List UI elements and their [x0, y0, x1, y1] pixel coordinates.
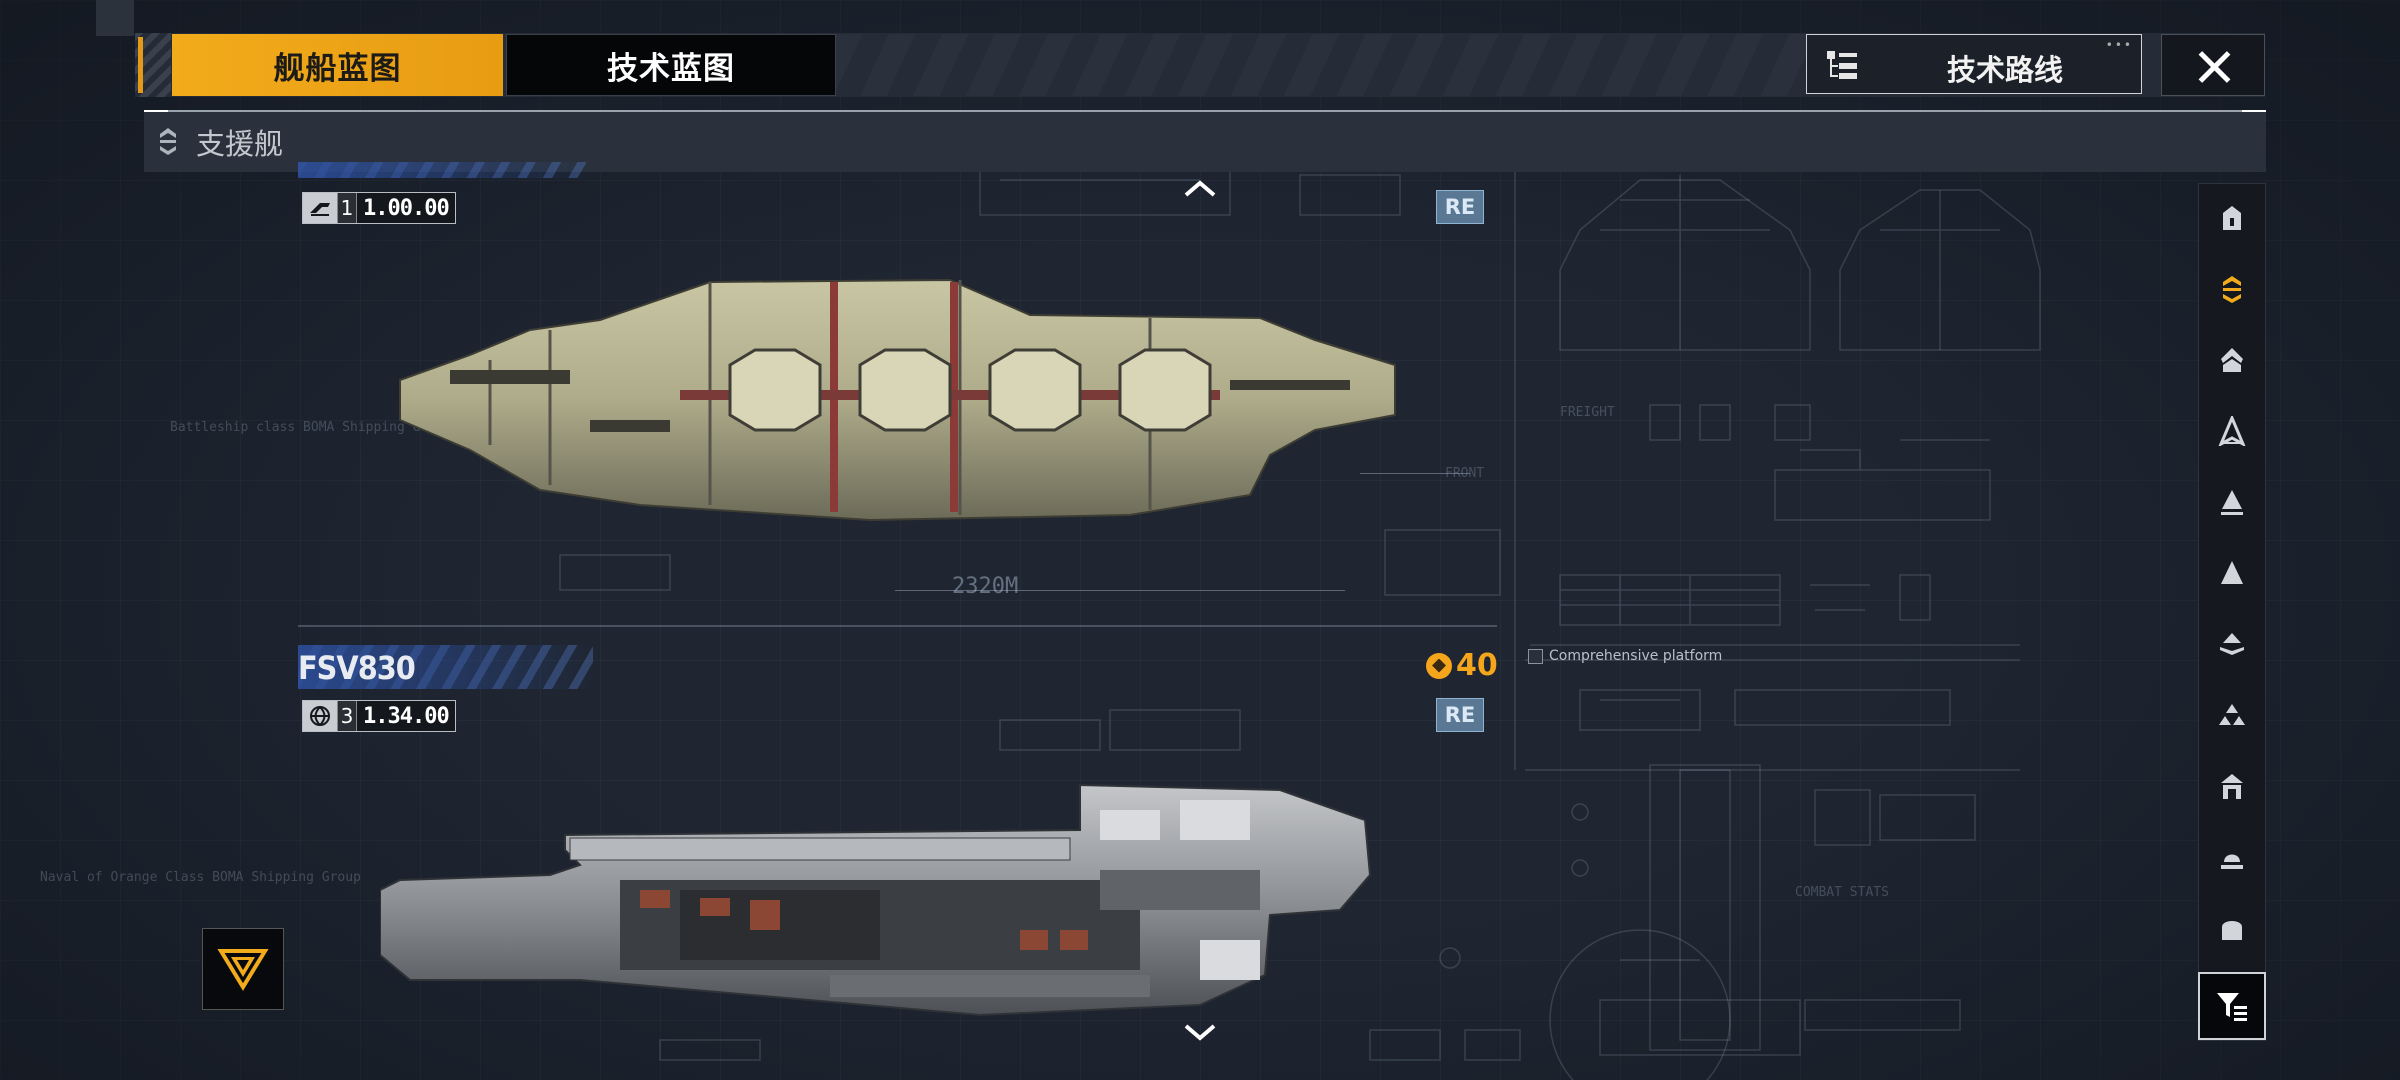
cruiser-icon	[2218, 416, 2246, 446]
comprehensive-platform-option[interactable]: Comprehensive platform	[1528, 648, 1722, 664]
rail-item-carrier[interactable]	[2198, 609, 2266, 679]
platform-label: Comprehensive platform	[1549, 648, 1723, 664]
ship-1-length-line	[895, 590, 1345, 591]
ship-class-icon	[303, 193, 337, 223]
rail-item-frigate[interactable]	[2198, 183, 2266, 253]
rail-item-platform[interactable]	[2198, 893, 2266, 963]
ship-1-re-badge: RE	[1436, 190, 1484, 224]
ship-1-tier: 1	[337, 193, 357, 223]
ship-1-value: 1.00.00	[363, 195, 450, 221]
ship-1-illustration[interactable]	[390, 270, 1410, 530]
destroyer-icon	[2221, 348, 2243, 372]
ship-2-name: FSV830	[298, 649, 416, 687]
tab-ship-blueprint-label: 舰船蓝图	[273, 50, 402, 87]
ship-2-cost: 40	[1426, 648, 1498, 683]
rail-item-fighter[interactable]	[2198, 680, 2266, 750]
ship-2-tier: 3	[337, 701, 357, 731]
chevron-up-icon[interactable]	[1183, 178, 1217, 198]
ship-type-rail	[2198, 183, 2266, 1041]
ship-2-value: 1.34.00	[363, 703, 450, 729]
fighter-icon	[2219, 704, 2245, 725]
blueprint-caption-2: Naval of Orange Class BOMA Shipping Grou…	[40, 870, 361, 885]
ship-2-illustration[interactable]	[380, 780, 1380, 1030]
rail-item-battleship[interactable]	[2198, 751, 2266, 821]
tab-ship-blueprint[interactable]: 舰船蓝图	[172, 34, 503, 96]
rail-item-support[interactable]	[2198, 254, 2266, 324]
tree-list-icon	[1827, 51, 1857, 79]
front-marker-line	[1360, 473, 1470, 474]
ship-1-name-bar	[298, 162, 593, 178]
ship-1-stat: 1 1.00.00	[302, 192, 456, 224]
blueprint-freight-label: FREIGHT	[1560, 405, 1615, 420]
auxiliary-icon	[2221, 561, 2243, 584]
corvette-icon	[2221, 854, 2243, 869]
ship-2-re-badge: RE	[1436, 698, 1484, 732]
rail-item-battlecruiser[interactable]	[2198, 467, 2266, 537]
filter-button[interactable]	[2198, 972, 2266, 1040]
ship-2-stat: 3 1.34.00	[302, 700, 456, 732]
battlecruiser-icon	[2221, 490, 2243, 515]
blueprint-caption: Battleship class BOMA Shipping Group	[170, 420, 452, 435]
ship-1-length: 2320M	[952, 574, 1019, 599]
tab-tech-blueprint[interactable]: 技术蓝图	[506, 34, 836, 96]
support-ship-icon	[160, 128, 176, 155]
rail-item-cruiser[interactable]	[2198, 396, 2266, 466]
rail-item-corvette[interactable]	[2198, 822, 2266, 892]
tech-route-label: 技术路线	[1947, 53, 2064, 87]
front-marker-label: FRONT	[1445, 466, 1485, 481]
corner-decoration	[96, 0, 134, 36]
tech-route-button[interactable]: 技术路线 •••	[1806, 34, 2142, 94]
faction-filter-button[interactable]	[202, 928, 284, 1010]
platform-icon	[2222, 921, 2242, 940]
frigate-icon	[2223, 206, 2241, 230]
top-bar-hatch	[836, 34, 1806, 96]
chevron-down-icon[interactable]	[1183, 1022, 1217, 1042]
ship-2-cost-value: 40	[1456, 648, 1498, 683]
category-label: 支援舰	[196, 127, 284, 161]
blueprint-coin-icon	[1426, 652, 1452, 679]
blueprint-combat-label: COMBAT STATS	[1795, 885, 1889, 900]
battleship-icon	[2221, 774, 2243, 799]
top-bar-accent	[135, 33, 171, 97]
faction-emblem-icon	[217, 949, 269, 991]
tab-tech-blueprint-label: 技术蓝图	[607, 50, 735, 87]
close-button[interactable]	[2161, 34, 2265, 96]
platform-checkbox[interactable]	[1528, 648, 1543, 664]
category-bar	[144, 110, 2266, 172]
filter-icon	[2217, 993, 2247, 1021]
rail-item-auxiliary[interactable]	[2198, 538, 2266, 608]
globe-icon	[303, 701, 337, 731]
dots-decoration: •••	[2105, 38, 2133, 52]
ship-2-name-bar	[298, 645, 593, 689]
rail-item-destroyer[interactable]	[2198, 325, 2266, 395]
carrier-icon	[2220, 633, 2244, 655]
support-icon	[2223, 276, 2241, 303]
